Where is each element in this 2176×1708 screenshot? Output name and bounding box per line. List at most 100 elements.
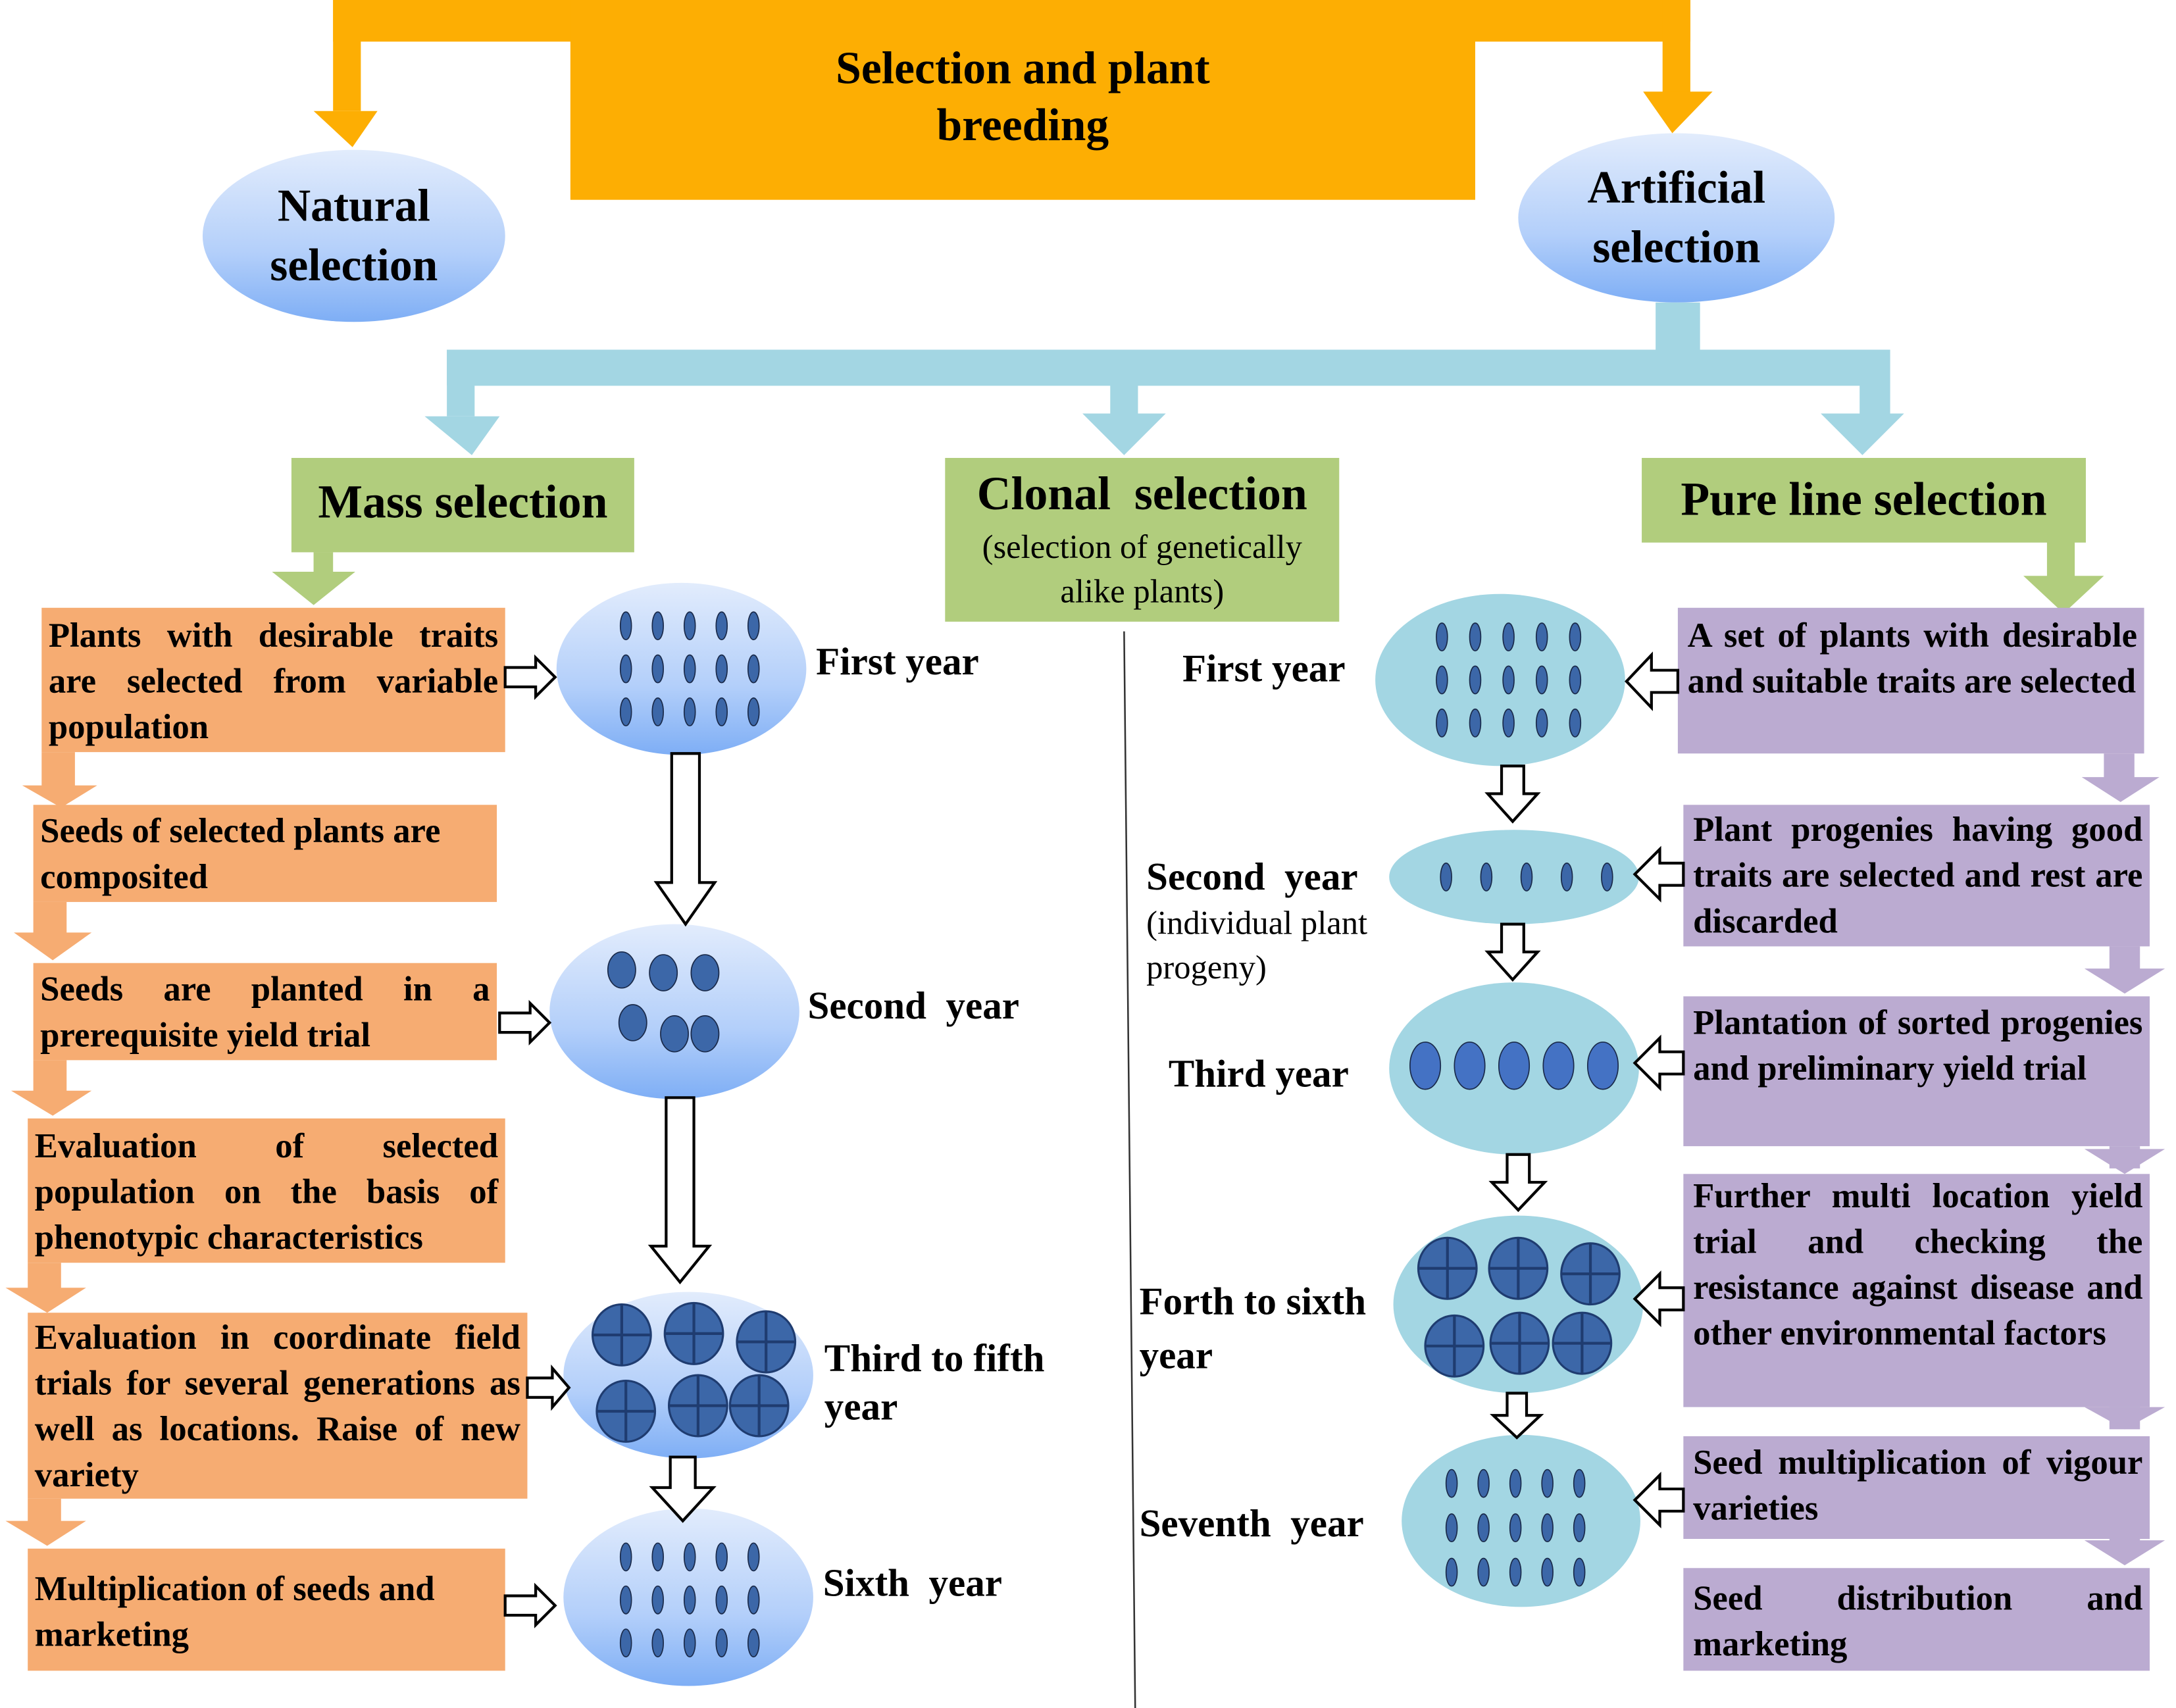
arrow-to-artificial xyxy=(1643,91,1713,134)
seed-mark xyxy=(651,1585,664,1615)
seed-mark xyxy=(1445,1513,1458,1543)
seed-mark xyxy=(690,1015,720,1053)
pure-year-fourth-sixth: Forth to sixth year xyxy=(1140,1275,1366,1384)
seed-mark xyxy=(1454,1042,1486,1090)
clonal-selection-title: Clonal selection (selection of genetical… xyxy=(945,466,1339,615)
seed-mark xyxy=(747,611,760,641)
seed-mark xyxy=(1573,1469,1586,1498)
seed-mark xyxy=(1541,1557,1554,1587)
seed-mark xyxy=(1560,863,1573,892)
clonal-sub-1: (selection of genetically xyxy=(982,529,1302,566)
seed-mark xyxy=(683,1542,696,1572)
seed-mark xyxy=(1586,1042,1619,1090)
seed-mark xyxy=(715,611,728,641)
arrow-to-natural xyxy=(313,111,378,147)
seed-mark xyxy=(619,697,632,726)
seed-mark xyxy=(607,951,636,989)
mass-step-2: Seeds of selected plants are composited xyxy=(40,813,441,897)
pure-year-fourth-sixth-2: year xyxy=(1139,1335,1213,1378)
mass-step-3: Seeds are planted in a prerequisite yiel… xyxy=(40,971,490,1055)
seed-mark xyxy=(1542,1042,1575,1090)
pure-step-5: Seed multiplication of vigour varieties xyxy=(1693,1444,2143,1528)
mass-year-third-fifth-2: year xyxy=(824,1386,898,1430)
seed-mark xyxy=(1535,622,1548,652)
seed-mark xyxy=(1445,1557,1458,1587)
title-line-2: breeding xyxy=(936,101,1109,152)
natural-selection-oval xyxy=(202,149,505,322)
seed-mark xyxy=(619,611,632,641)
pure-step-4: Further multi location yield trial and c… xyxy=(1693,1178,2143,1353)
center-divider xyxy=(1123,631,1136,1708)
pure-year-fourth-sixth-1: Forth to sixth xyxy=(1139,1280,1367,1324)
mass-year-sixth: Sixth year xyxy=(822,1562,1003,1606)
seed-mark xyxy=(1569,708,1582,738)
mass-flow-arrows xyxy=(647,752,718,1523)
artificial-line-2: selection xyxy=(1592,223,1761,274)
seed-mark xyxy=(619,654,632,684)
seed-mark xyxy=(683,611,696,641)
seed-mark xyxy=(690,954,720,992)
seed-mark xyxy=(618,1004,647,1042)
seed-mark xyxy=(1535,665,1548,695)
seed-mark xyxy=(619,1628,632,1658)
pure-line-selection-box xyxy=(1642,458,2086,543)
title-box xyxy=(570,0,1475,200)
natural-line-2: selection xyxy=(270,241,438,291)
seed-mark xyxy=(651,1628,664,1658)
seed-mark xyxy=(747,1542,760,1572)
seed-mark xyxy=(649,954,678,992)
seed-mark xyxy=(1509,1557,1522,1587)
seed-mark xyxy=(1477,1557,1490,1587)
seed-mark xyxy=(1477,1469,1490,1498)
mass-step-6: Multiplication of seeds and marketing xyxy=(34,1570,435,1655)
seed-mark xyxy=(1498,1042,1531,1090)
seed-mark xyxy=(1445,1469,1458,1498)
seed-mark xyxy=(715,1585,728,1615)
seed-mark xyxy=(1509,1513,1522,1543)
pure-seventh-year-oval xyxy=(1402,1434,1640,1607)
seed-mark xyxy=(651,611,664,641)
pure-flow-arrows xyxy=(1484,765,1548,1440)
seed-mark xyxy=(1573,1557,1586,1587)
page-title: Selection and plant breeding xyxy=(570,41,1475,156)
pure-line-selection-title: Pure line selection xyxy=(1681,474,2047,526)
pure-year-second: Second year (individual plant progeny) xyxy=(1146,853,1367,991)
seed-mark xyxy=(1502,708,1515,738)
seed-mark xyxy=(660,1015,689,1053)
seed-mark xyxy=(747,1628,760,1658)
seed-mark xyxy=(1440,863,1452,892)
pure-year-second-label: Second year xyxy=(1146,856,1358,899)
pure-year-first: First year xyxy=(1182,647,1346,691)
seed-mark xyxy=(715,697,728,726)
mass-step-5: Evaluation in coordinate field trials fo… xyxy=(34,1319,520,1495)
pure-first-year-oval xyxy=(1375,593,1625,766)
seed-mark xyxy=(1480,863,1493,892)
pure-side-arrows xyxy=(1624,651,1685,1528)
title-connector xyxy=(313,0,1713,200)
seed-mark xyxy=(1502,622,1515,652)
seed-mark xyxy=(1541,1513,1554,1543)
seed-mark xyxy=(683,1585,696,1615)
mass-year-first: First year xyxy=(816,641,979,684)
seed-mark xyxy=(1569,622,1582,652)
mass-year-second: Second year xyxy=(807,985,1020,1028)
seed-mark xyxy=(683,654,696,684)
mass-steps xyxy=(5,607,528,1671)
artificial-selection-label: Artificial selection xyxy=(1518,160,1834,279)
seed-mark xyxy=(1509,1469,1522,1498)
seed-mark xyxy=(1436,708,1448,738)
mass-second-year-oval xyxy=(549,924,799,1099)
seed-mark xyxy=(651,697,664,726)
seed-mark xyxy=(715,654,728,684)
branch-connector xyxy=(424,302,1904,455)
seed-mark xyxy=(683,697,696,726)
clonal-label: Clonal selection xyxy=(976,468,1307,520)
mass-first-year-oval xyxy=(556,582,807,755)
seed-mark xyxy=(683,1628,696,1658)
seed-mark xyxy=(747,654,760,684)
seed-mark xyxy=(1469,622,1482,652)
seed-mark xyxy=(1477,1513,1490,1543)
pure-year-second-note-2: progeny) xyxy=(1146,950,1267,987)
title-line-1: Selection and plant xyxy=(836,44,1210,95)
mass-year-third-fifth-1: Third to fifth xyxy=(824,1338,1045,1381)
